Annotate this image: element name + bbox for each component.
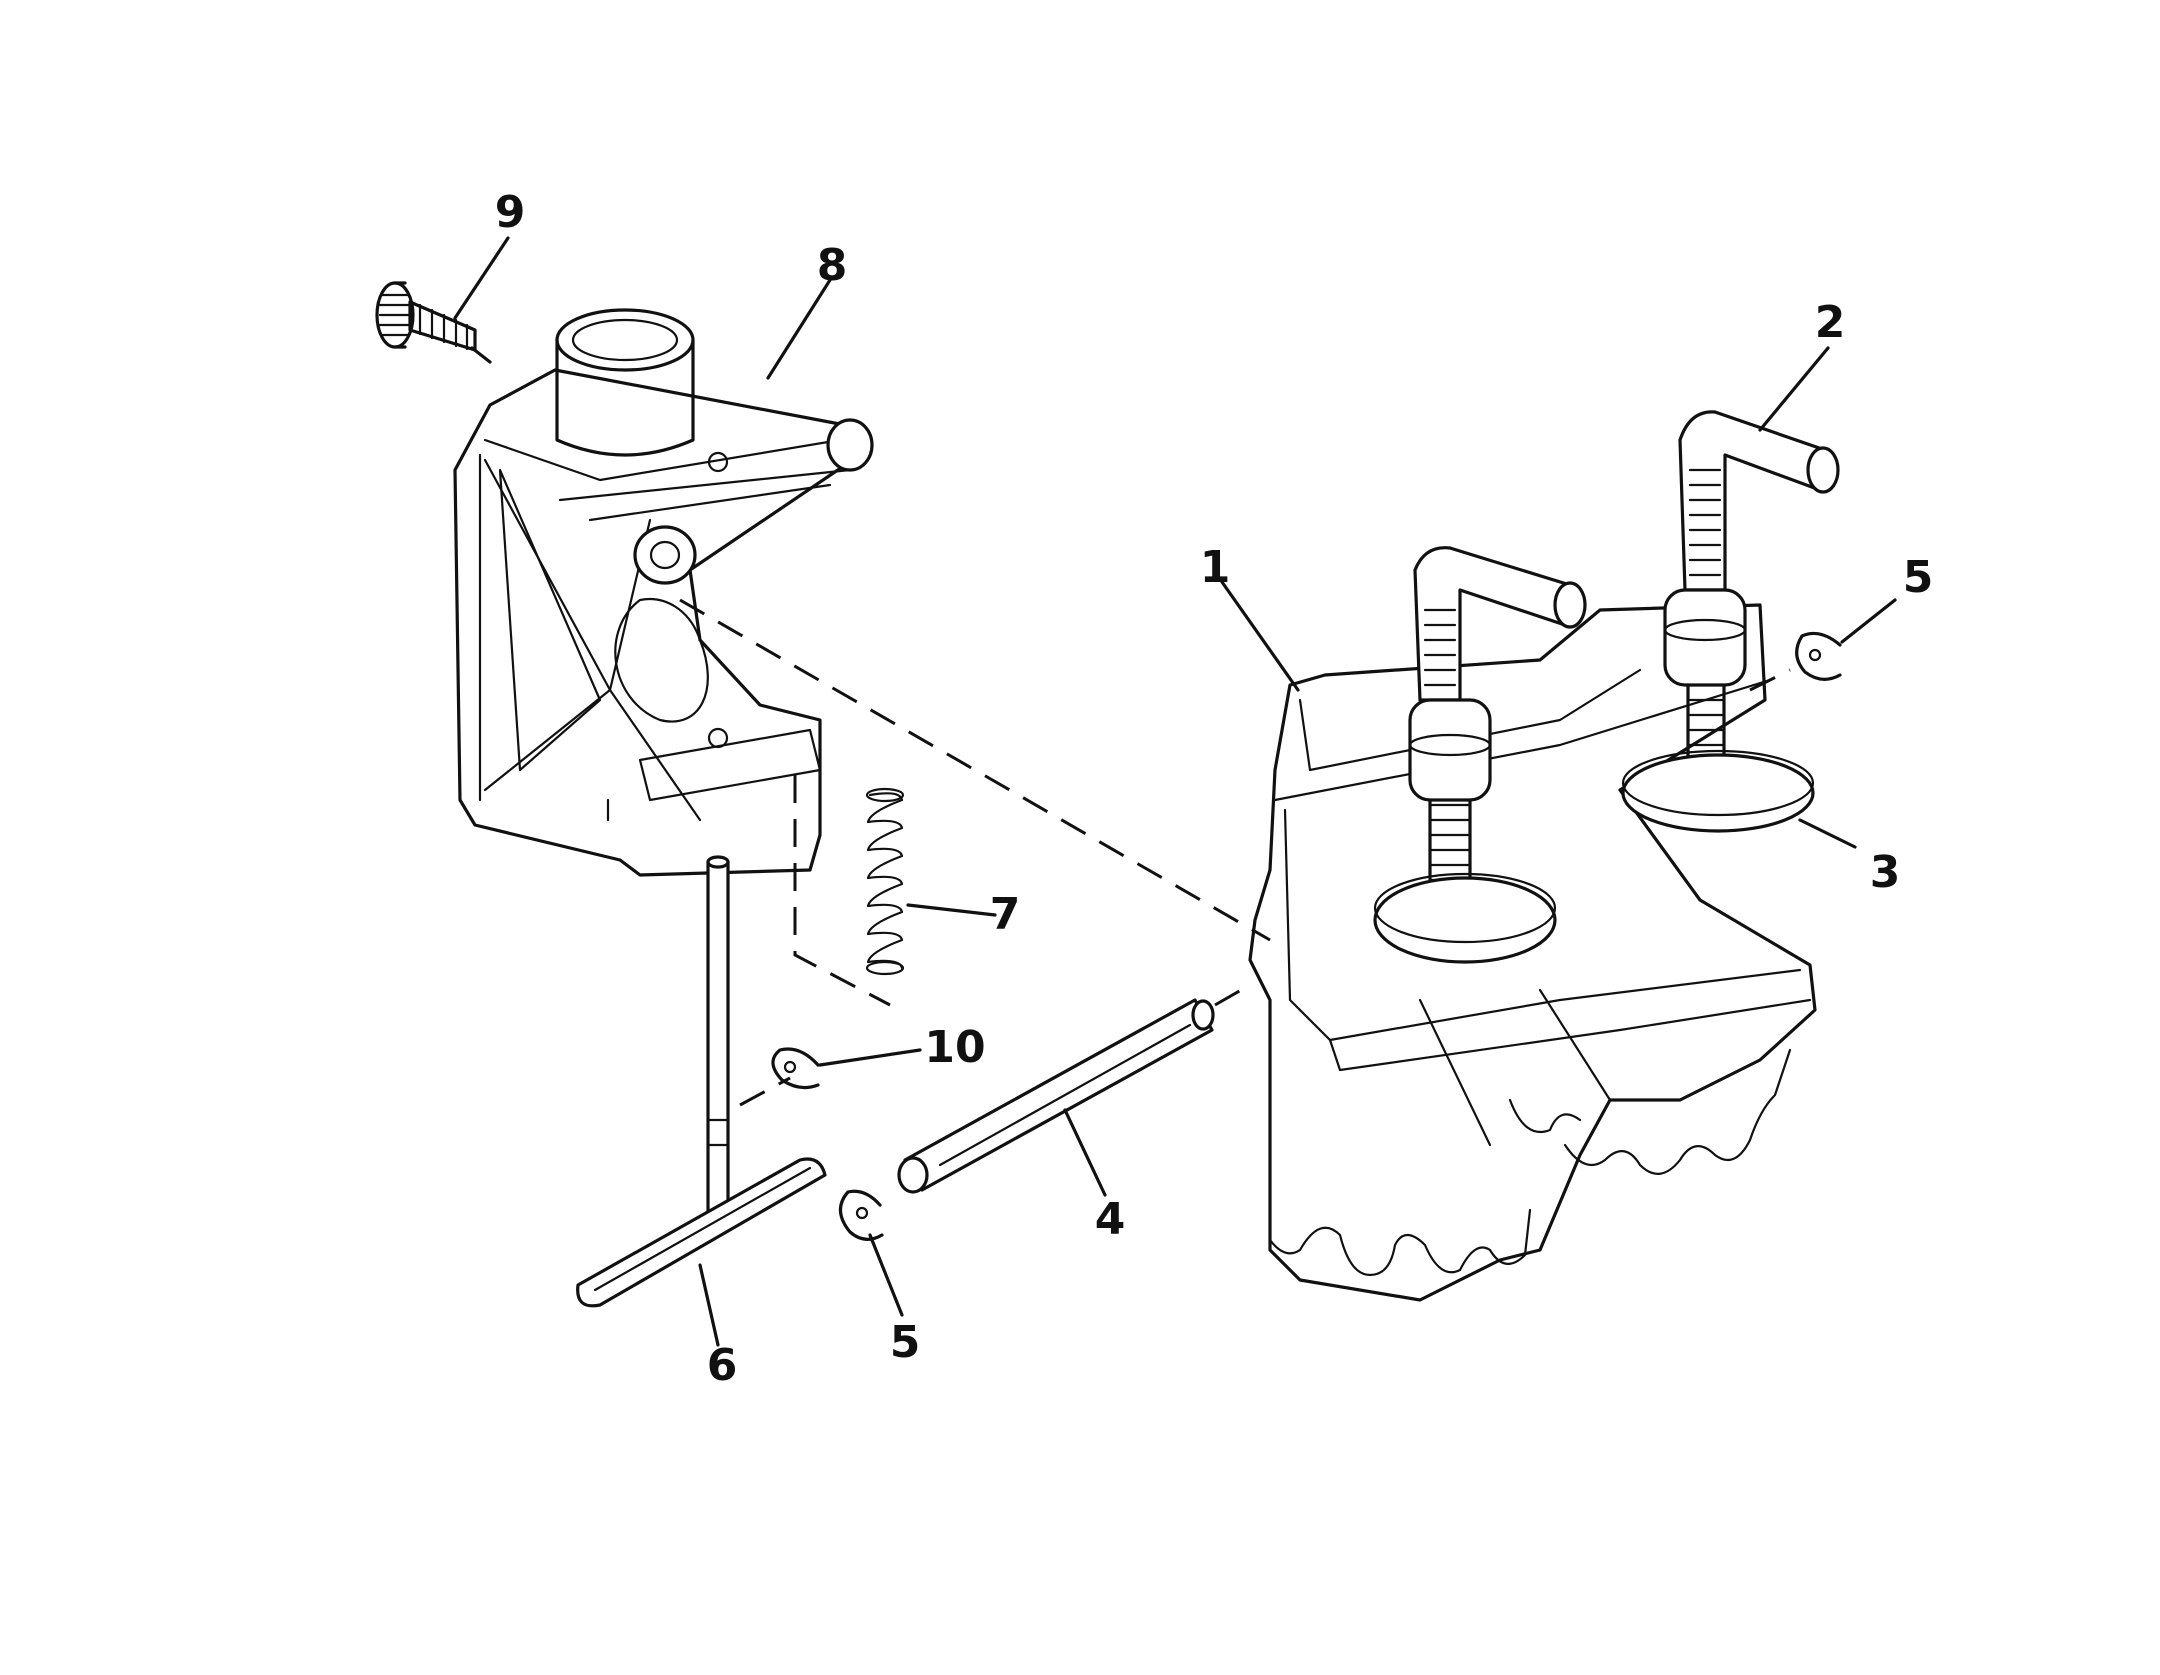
clamp-screw-part-2 <box>1408 410 1840 897</box>
retaining-ring-part-10 <box>771 1047 820 1090</box>
callout-9: 9 <box>495 187 526 238</box>
swivel-pad-part-3 <box>1373 749 1815 964</box>
callout-6: 6 <box>707 1340 738 1391</box>
thumb-screw-part-9 <box>375 281 492 364</box>
callout-8: 8 <box>817 240 848 291</box>
retaining-ring-part-5-upper <box>1795 631 1842 681</box>
assembly-lines <box>679 598 1791 1107</box>
callout-3: 3 <box>1870 847 1901 898</box>
tilt-pin-part-4 <box>897 998 1215 1194</box>
retaining-ring-part-5-lower <box>838 1189 884 1241</box>
spring-part-7 <box>865 787 905 976</box>
clamp-bracket-part-1 <box>1248 603 1817 1302</box>
callout-labels: 9 8 2 1 5 3 7 10 4 5 6 <box>495 187 1934 1391</box>
t-handle-pin-part-6 <box>576 855 827 1308</box>
callout-7: 7 <box>990 889 1021 940</box>
swivel-bracket-part-8 <box>453 308 874 877</box>
leader-lines <box>453 236 1897 1347</box>
callout-5-lower: 5 <box>890 1317 921 1368</box>
callout-5-upper: 5 <box>1903 552 1934 603</box>
callout-4: 4 <box>1095 1194 1126 1245</box>
callout-1: 1 <box>1200 542 1231 593</box>
callout-10: 10 <box>924 1022 985 1073</box>
callout-2: 2 <box>1815 297 1846 348</box>
